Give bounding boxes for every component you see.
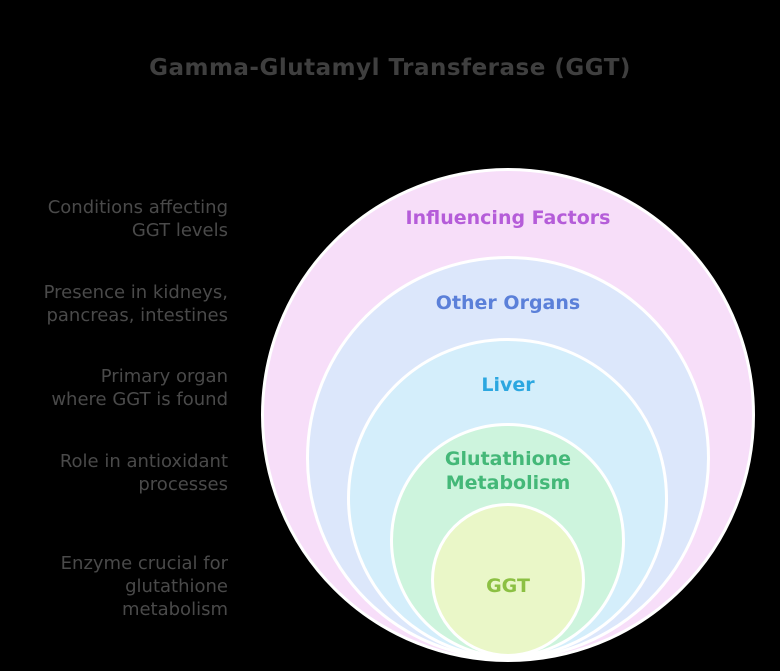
side-label-line: Presence in kidneys,	[43, 282, 228, 303]
side-label-line: glutathione	[125, 576, 228, 597]
ring-label-glutathione-metabolism: Glutathione Metabolism	[445, 447, 571, 495]
ring-label-line: Metabolism	[445, 472, 571, 494]
side-label-line: metabolism	[121, 599, 228, 620]
ring-label-line: GGT	[486, 575, 530, 597]
side-label-line: where GGT is found	[51, 389, 228, 410]
side-label-line: Conditions affecting	[47, 197, 228, 218]
side-label-influencing-factors: Conditions affecting GGT levels	[0, 196, 228, 242]
side-label-other-organs: Presence in kidneys, pancreas, intestine…	[0, 281, 228, 327]
ring-label-liver: Liver	[481, 373, 534, 397]
ring-ggt	[431, 503, 585, 657]
ring-label-line: Glutathione	[444, 448, 572, 470]
side-label-line: GGT levels	[131, 220, 228, 241]
side-label-glutathione-metabolism: Role in antioxidant processes	[0, 450, 228, 496]
diagram-title: Gamma-Glutamyl Transferase (GGT)	[149, 55, 631, 81]
ring-label-line: Influencing Factors	[405, 207, 611, 229]
ring-label-line: Other Organs	[435, 292, 581, 314]
ring-label-ggt: GGT	[486, 574, 530, 598]
side-label-line: pancreas, intestines	[46, 305, 228, 326]
ring-label-line: Liver	[481, 374, 535, 396]
side-label-line: Primary organ	[100, 366, 228, 387]
side-label-liver: Primary organ where GGT is found	[0, 365, 228, 411]
side-label-line: Enzyme crucial for	[60, 553, 228, 574]
side-label-line: processes	[138, 474, 228, 495]
ring-label-influencing-factors: Influencing Factors	[406, 206, 611, 230]
ring-label-other-organs: Other Organs	[436, 291, 580, 315]
side-label-ggt: Enzyme crucial for glutathione metabolis…	[0, 552, 228, 621]
side-label-line: Role in antioxidant	[59, 451, 228, 472]
